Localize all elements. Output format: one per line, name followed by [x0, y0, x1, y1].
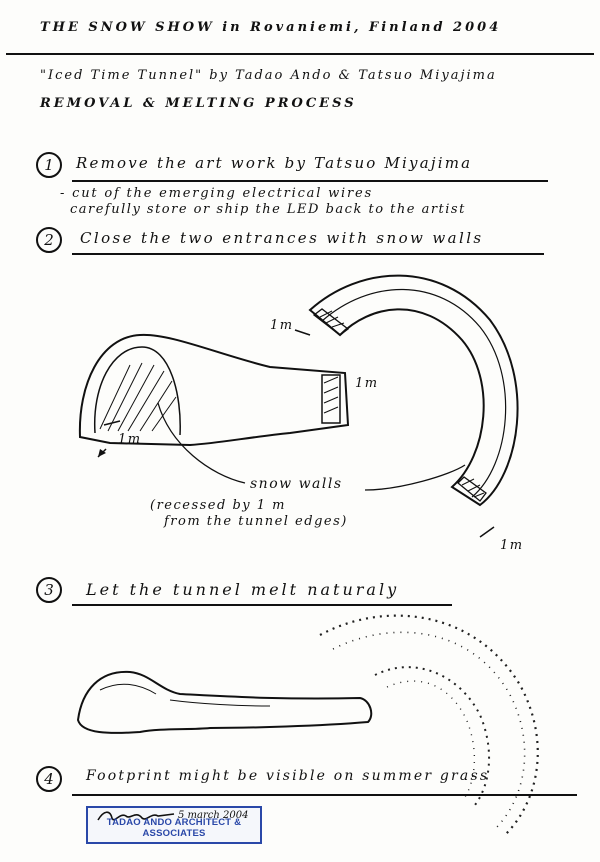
dim-label-mid: 1m [355, 376, 379, 391]
process-title: REMOVAL & MELTING PROCESS [40, 96, 357, 111]
snow-walls-leaders [157, 402, 466, 491]
step-2-underline [72, 253, 544, 255]
header-divider [6, 53, 594, 55]
step-4-number: 4 [36, 766, 62, 792]
melted-tunnel-sketch [76, 670, 373, 734]
step-3-number: 3 [36, 577, 62, 603]
work-title: "Iced Time Tunnel" by Tadao Ando & Tatsu… [40, 68, 497, 83]
step-2-title: Close the two entrances with snow walls [80, 229, 484, 247]
step-1-number: 1 [36, 152, 62, 178]
dim-label-left: 1m [118, 432, 142, 447]
header-title: THE SNOW SHOW in Rovaniemi, Finland 2004 [40, 20, 502, 35]
signature-mark [97, 811, 175, 821]
step-3-underline [72, 604, 452, 606]
step-1-title: Remove the art work by Tatsuo Miyajima [76, 154, 473, 172]
dim-label-bottom: 1m [500, 538, 524, 553]
architect-stamp: 5 march 2004 TADAO ANDO ARCHITECT & ASSO… [86, 806, 262, 844]
recessed-label-1: (recessed by 1 m [150, 498, 286, 513]
step-3-title: Let the tunnel melt naturaly [86, 580, 400, 599]
stamp-date: 5 march 2004 [178, 810, 249, 821]
step-4-title: Footprint might be visible on summer gra… [86, 768, 490, 784]
step-1-note-2: carefully store or ship the LED back to … [70, 202, 466, 217]
dim-label-top: 1m [270, 318, 294, 333]
step-1-note-1: - cut of the emerging electrical wires [60, 186, 373, 201]
step-2-number: 2 [36, 227, 62, 253]
stamp-firm-name: TADAO ANDO ARCHITECT & ASSOCIATES [106, 817, 242, 839]
tunnel-perspective-sketch [78, 333, 350, 458]
recessed-label-2: from the tunnel edges) [164, 514, 348, 529]
snow-walls-label: snow walls [250, 476, 343, 492]
footprint-dots-sketch [319, 614, 539, 836]
step-1-underline [72, 180, 548, 182]
step-4-underline [72, 794, 577, 796]
tunnel-plan-sketch [294, 274, 519, 538]
